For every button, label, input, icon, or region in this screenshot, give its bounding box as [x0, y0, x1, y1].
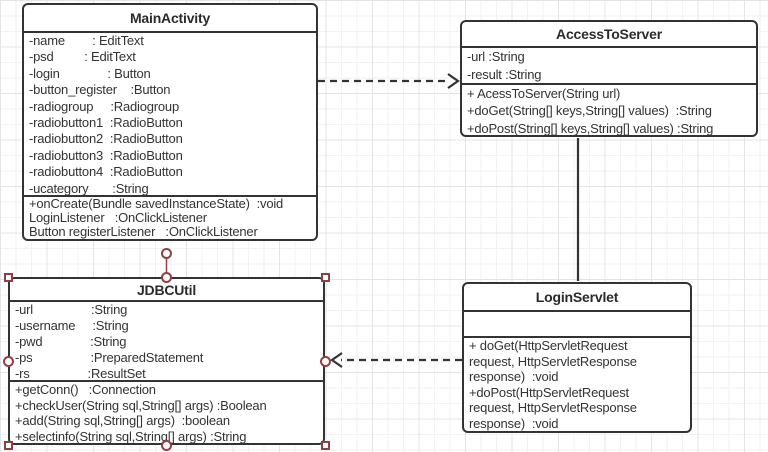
method-row: response) :void — [469, 369, 559, 384]
method-row: Button registerListener :OnClickListener — [29, 225, 258, 239]
attribute-row: -radiobutton2 :RadioButton — [29, 131, 183, 147]
attribute-row: -button_register :Button — [29, 82, 171, 98]
method-row: +selectinfo(String sql,String[] args) :S… — [15, 429, 247, 443]
methods-compartment: +onCreate(Bundle savedInstanceState) :vo… — [24, 197, 316, 239]
selection-handle-left-middle[interactable] — [2, 355, 14, 367]
class-title: AccessToServer — [462, 22, 756, 48]
selection-handle-top-left[interactable] — [3, 272, 13, 282]
method-row: + AcessToServer(String url) — [467, 86, 621, 101]
selection-handle-top-right[interactable] — [320, 272, 330, 282]
attribute-row: -radiobutton3 :RadioButton — [29, 147, 183, 163]
attribute-row: -ucategory :String — [29, 180, 149, 196]
selection-handle-bottom-right[interactable] — [320, 440, 330, 450]
attribute-row: -pwd :String — [15, 334, 127, 349]
selection-handle-right-middle[interactable] — [319, 355, 331, 367]
class-title: MainActivity — [24, 5, 316, 33]
attribute-row: -radiogroup :Radiogroup — [29, 98, 179, 114]
attribute-row: -ps :PreparedStatement — [15, 350, 204, 365]
attributes-compartment — [464, 312, 690, 338]
attributes-compartment: -url :String -result :String — [462, 48, 756, 85]
method-row: +checkUser(String sql,String[] args) :Bo… — [15, 397, 267, 413]
attribute-row: -radiobutton1 :RadioButton — [29, 115, 183, 131]
method-row: response) :void — [469, 415, 559, 431]
class-box-accesstoserver[interactable]: AccessToServer -url :String -result :Stri… — [460, 20, 758, 137]
class-box-jdbcutil[interactable]: JDBCUtil -url :String-username :String-p… — [8, 277, 325, 445]
method-row: request, HttpServletResponse — [469, 400, 637, 415]
method-row: +doPost(HttpServletRequest — [469, 384, 629, 400]
selection-handle-bottom-left[interactable] — [3, 440, 13, 450]
attribute-row: -radiobutton4 :RadioButton — [29, 164, 183, 180]
attribute-row: -rs :ResultSet — [15, 366, 146, 381]
attribute-row: -url :String — [467, 49, 525, 64]
selection-handle-bottom-middle[interactable] — [161, 439, 172, 451]
selection-handle-top-middle[interactable] — [161, 271, 172, 283]
methods-compartment: + AcessToServer(String url) +doGet(String… — [462, 85, 756, 135]
attribute-row: -url :String — [15, 302, 128, 317]
method-row: +doGet(String[] keys,String[] values) :S… — [467, 103, 712, 119]
attributes-compartment: -name : EditText-psd : EditText-login : … — [24, 33, 316, 197]
method-row: +add(String sql,String[] args) :boolean — [15, 413, 230, 429]
open-arrowhead-icon — [447, 73, 460, 89]
attribute-row: -login : Button — [29, 65, 151, 81]
method-row: request, HttpServletResponse — [469, 353, 637, 369]
attribute-row: -psd : EditText — [29, 49, 136, 65]
class-title: JDBCUtil — [10, 279, 323, 302]
method-row: + doGet(HttpServletRequest — [469, 338, 628, 353]
attribute-row: -name : EditText — [29, 33, 144, 48]
method-row: +getConn() :Connection — [15, 382, 156, 397]
attribute-row: -result :String — [467, 66, 542, 82]
attribute-row: -username :String — [15, 318, 129, 333]
class-box-mainactivity[interactable]: MainActivity -name : EditText-psd : Edit… — [22, 3, 318, 241]
methods-compartment: +getConn() :Connection+checkUser(String … — [10, 382, 323, 443]
rotation-handle[interactable] — [161, 247, 172, 259]
method-row: LoginListener :OnClickListener — [29, 211, 207, 225]
method-row: +doPost(String[] keys,String[] values) :… — [467, 120, 714, 135]
open-arrowhead-icon — [330, 352, 343, 368]
attributes-compartment: -url :String-username :String-pwd :Strin… — [10, 302, 323, 382]
class-title: LoginServlet — [464, 284, 690, 312]
method-row: +onCreate(Bundle savedInstanceState) :vo… — [29, 197, 284, 211]
